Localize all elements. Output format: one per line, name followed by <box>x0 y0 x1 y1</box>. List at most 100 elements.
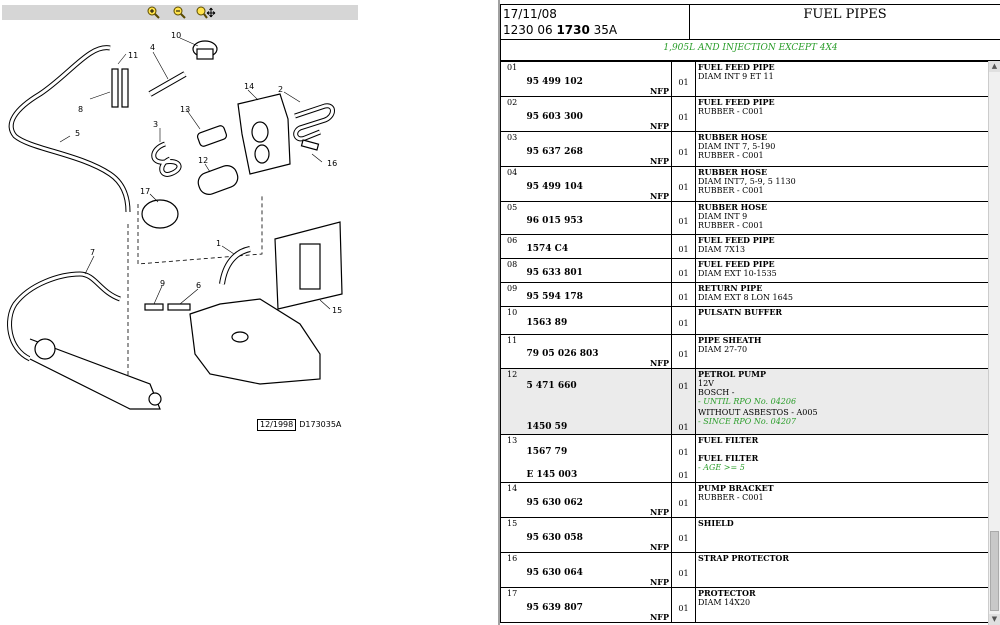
quantity: 01 <box>678 245 689 254</box>
part-number[interactable]: 95 639 807 <box>526 603 583 613</box>
part-number[interactable]: 95 499 102 <box>526 77 583 87</box>
quantity: 01 <box>678 382 689 391</box>
part-detail: DIAM EXT 8 LON 1645 <box>698 293 793 302</box>
part-number[interactable]: 95 499 104 <box>526 182 583 192</box>
description-cell: SHIELD <box>695 517 988 553</box>
part-title: FUEL FEED PIPE <box>698 62 775 72</box>
nfp-flag: NFP <box>649 542 669 552</box>
quantity: 01 <box>678 293 689 302</box>
vertical-scrollbar[interactable]: ▲ ▼ <box>988 61 1000 625</box>
item-number: 05 <box>500 201 525 235</box>
page-title: FUEL PIPES <box>803 7 887 22</box>
part-ref-cell: 1574 C4 <box>524 234 672 259</box>
part-number[interactable]: 96 015 953 <box>526 216 583 226</box>
part-detail: DIAM 27-70 <box>698 345 748 354</box>
quantity: 01 <box>678 148 689 157</box>
callout-5: 5 <box>75 129 80 138</box>
part-title: STRAP PROTECTOR <box>698 553 790 563</box>
callout-3: 3 <box>153 120 158 129</box>
part-number[interactable]: 95 630 062 <box>526 498 583 508</box>
description-cell: PULSATN BUFFER <box>695 306 988 335</box>
part-number[interactable]: 95 630 064 <box>526 568 583 578</box>
item-number: 10 <box>500 306 525 335</box>
part-number[interactable]: 95 630 058 <box>526 533 583 543</box>
quantity: 01 <box>678 569 689 578</box>
callout-9: 9 <box>160 279 165 288</box>
part-ref-cell: 1563 89 <box>524 306 672 335</box>
part-number[interactable]: 95 603 300 <box>526 112 583 122</box>
part-number[interactable]: 1567 79 <box>526 447 568 457</box>
part-number[interactable]: 95 633 801 <box>526 268 583 278</box>
part-detail: WITHOUT ASBESTOS - A005 <box>698 408 818 417</box>
part-number[interactable]: 95 637 268 <box>526 147 583 157</box>
part-detail: RUBBER - C001 <box>698 151 764 160</box>
diagram-pane: 11 8 4 10 14 2 13 3 12 16 5 17 1 7 9 6 1… <box>0 0 498 625</box>
quantity: 01 <box>678 269 689 278</box>
quantity-cell: 01 <box>671 166 696 202</box>
quantity: 01 <box>678 604 689 613</box>
quantity-cell: 01 <box>671 131 696 167</box>
part-number[interactable]: 1563 89 <box>526 318 568 328</box>
quantity-cell: 01 <box>671 482 696 518</box>
description-cell: FUEL FILTER FUEL FILTER- AGE >= 5 <box>695 434 988 483</box>
item-number: 11 <box>500 334 525 369</box>
diagram-ref-code: D173035A <box>299 420 342 429</box>
quantity: 01 <box>678 319 689 328</box>
part-number[interactable]: 79 05 026 803 <box>526 349 599 359</box>
item-number: 08 <box>500 258 525 283</box>
zoom-pan-icon[interactable] <box>196 6 216 19</box>
quantity: 01 <box>678 113 689 122</box>
zoom-out-icon[interactable] <box>170 6 190 19</box>
callout-17: 17 <box>140 187 150 196</box>
part-number[interactable]: E 145 003 <box>526 470 578 480</box>
part-title: SHIELD <box>698 518 734 528</box>
quantity: 01 <box>678 534 689 543</box>
callout-10: 10 <box>171 31 181 40</box>
part-detail: DIAM EXT 10-1535 <box>698 269 777 278</box>
scroll-up-icon[interactable]: ▲ <box>989 61 1000 72</box>
scroll-thumb[interactable] <box>990 531 999 611</box>
diagram-reference: 12/1998 D173035A <box>257 419 341 431</box>
part-number[interactable]: 5 471 660 <box>526 381 577 391</box>
part-number[interactable]: 1574 C4 <box>526 244 569 254</box>
pane-splitter[interactable] <box>498 0 500 625</box>
item-number: 06 <box>500 234 525 259</box>
item-number: 12 <box>500 368 525 435</box>
part-title: RUBBER HOSE <box>698 167 768 177</box>
zoom-in-icon[interactable] <box>144 6 164 19</box>
part-title: RETURN PIPE <box>698 283 763 293</box>
part-title: PUMP BRACKET <box>698 483 774 493</box>
part-number[interactable]: 1450 59 <box>526 422 568 432</box>
part-title: FUEL FEED PIPE <box>698 235 775 245</box>
zoom-toolbar <box>2 5 358 20</box>
scroll-down-icon[interactable]: ▼ <box>989 614 1000 625</box>
part-number[interactable]: 95 594 178 <box>526 292 583 302</box>
